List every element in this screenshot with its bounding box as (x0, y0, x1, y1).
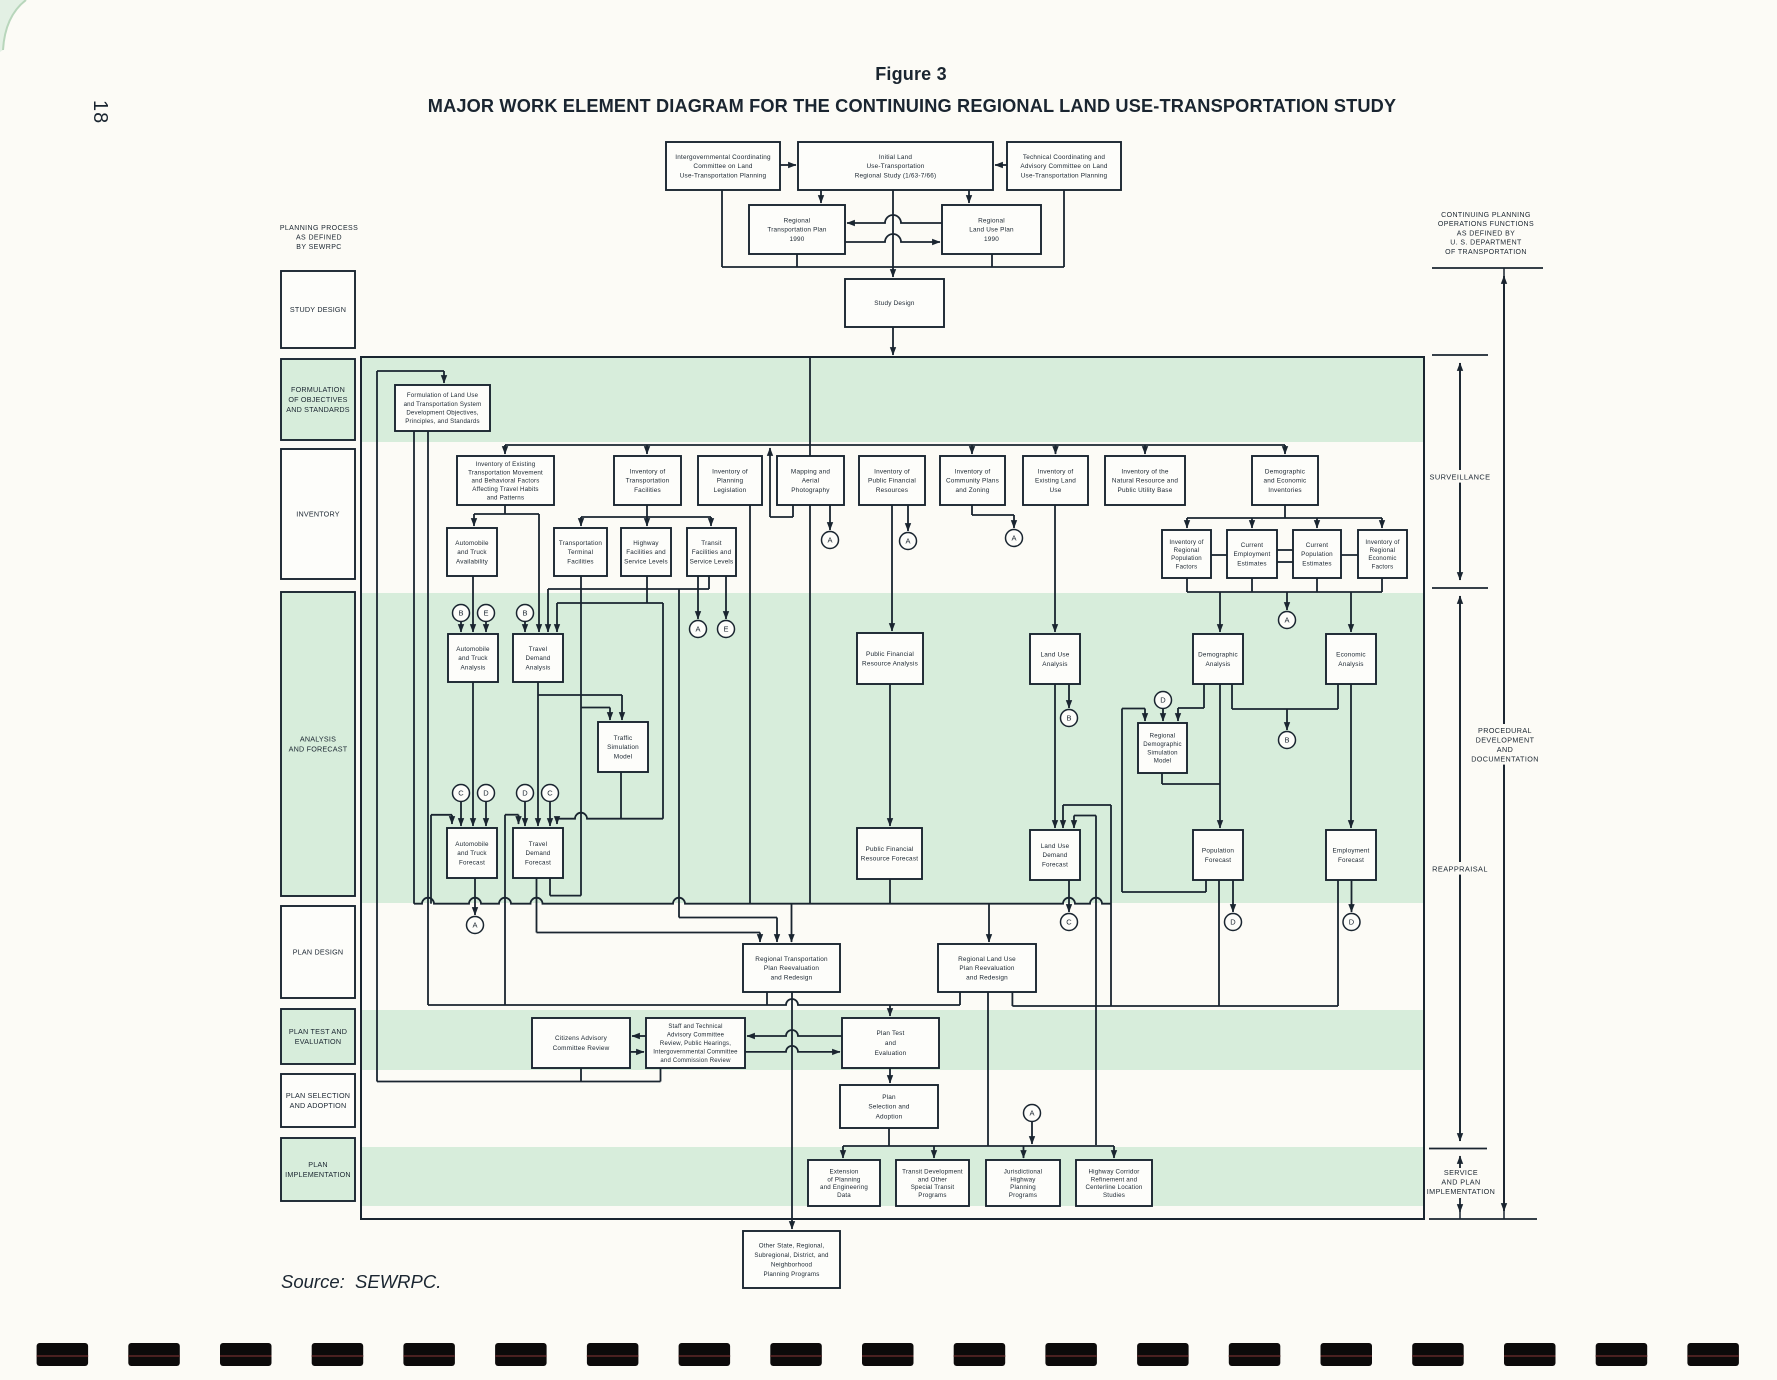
svg-text:A: A (1284, 616, 1289, 625)
svg-text:D: D (1230, 918, 1236, 927)
svg-text:D: D (1160, 696, 1166, 705)
svg-text:B: B (1284, 736, 1289, 745)
svg-text:E: E (723, 625, 728, 634)
svg-text:A: A (905, 537, 910, 546)
svg-text:Source: SEWRPC.: Source: SEWRPC. (281, 1271, 441, 1292)
svg-text:D: D (483, 789, 489, 798)
svg-text:Study Design: Study Design (874, 300, 915, 307)
svg-text:STUDY DESIGN: STUDY DESIGN (290, 305, 346, 314)
svg-text:C: C (547, 789, 553, 798)
svg-text:C: C (1066, 918, 1072, 927)
svg-text:Intergovernmental Coordinating: Intergovernmental CoordinatingCommittee … (675, 154, 771, 179)
svg-text:A: A (472, 921, 477, 930)
svg-text:INVENTORY: INVENTORY (296, 510, 339, 519)
svg-text:B: B (458, 609, 463, 618)
svg-text:REAPPRAISAL: REAPPRAISAL (1432, 864, 1488, 873)
svg-text:MAJOR WORK ELEMENT DIAGRAM FOR: MAJOR WORK ELEMENT DIAGRAM FOR THE CONTI… (428, 96, 1396, 116)
svg-text:SURVEILLANCE: SURVEILLANCE (1430, 472, 1491, 481)
svg-text:E: E (483, 609, 488, 618)
svg-text:A: A (1011, 534, 1016, 543)
svg-text:A: A (695, 625, 700, 634)
svg-text:Other State, Regional,Subregio: Other State, Regional,Subregional, Distr… (754, 1243, 829, 1278)
svg-text:A: A (1029, 1109, 1034, 1118)
svg-text:B: B (522, 609, 527, 618)
svg-text:D: D (1349, 918, 1355, 927)
svg-text:D: D (522, 789, 528, 798)
svg-text:C: C (458, 789, 464, 798)
svg-text:B: B (1066, 714, 1071, 723)
svg-text:Figure 3: Figure 3 (875, 64, 947, 84)
svg-text:A: A (827, 536, 832, 545)
svg-text:18: 18 (89, 100, 111, 124)
svg-text:PLAN DESIGN: PLAN DESIGN (293, 948, 344, 957)
